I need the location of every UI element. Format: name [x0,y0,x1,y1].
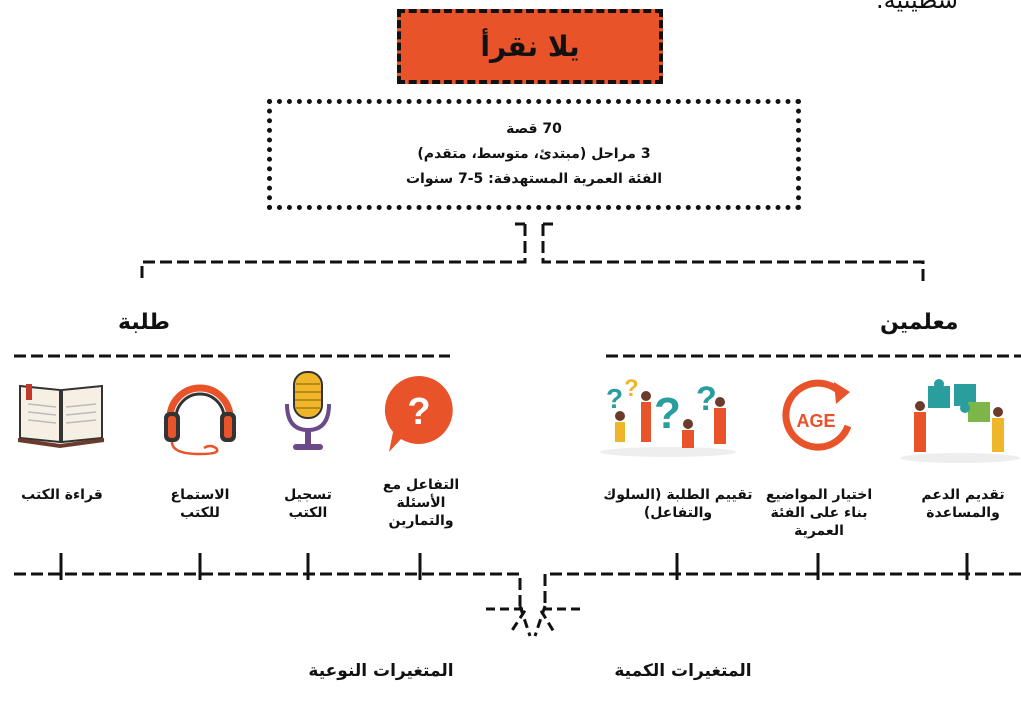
label-interact-questions: التفاعل مع الأسئلة والتمارين [382,477,460,529]
info-line-2: 3 مراحل (مبتدئ، متوسط، متقدم) [417,146,651,162]
students-label: طلبة [118,310,171,335]
question-people-icon: ? ? ? ? [598,372,738,462]
svg-text:?: ? [696,380,717,418]
label-choose-topics: اختيار المواضيع بناء على الفئة العمرية [765,487,873,539]
info-box: 70 قصة 3 مراحل (مبتدئ، متوسط، متقدم) الف… [267,99,801,210]
puzzle-people-icon [898,378,1021,468]
svg-text:?: ? [624,375,639,402]
age-icon-text: AGE [796,411,835,431]
info-line-3: الفئة العمرية المستهدفة: 5-7 سنوات [405,171,663,187]
question-bubble-icon: ? [381,372,457,460]
teachers-label: معلمين [880,310,959,335]
title-box: يلا نقرأ [397,9,663,84]
age-icon: AGE [776,378,860,462]
label-listen-books: الاستماع للكتب [170,487,230,521]
headphones-icon [160,368,240,464]
svg-text:?: ? [606,383,623,414]
title-text: يلا نقرأ [480,30,580,63]
quantitative-variables: المتغيرات الكمية [614,661,752,681]
label-evaluate-students: تقييم الطلبة (السلوك والتفاعل) [603,487,753,521]
label-record-books: تسجيل الكتب [284,487,332,521]
qualitative-variables: المتغيرات النوعية [308,661,454,681]
svg-text:?: ? [654,389,681,438]
label-read-books: قراءة الكتب [21,487,103,503]
label-provide-support: تقديم الدعم والمساعدة [921,487,1005,521]
book-icon [16,380,106,452]
microphone-icon [283,368,333,458]
svg-text:?: ? [407,391,430,433]
top-text-fragment: سطينية. [876,0,959,14]
info-line-1: 70 قصة [506,121,562,137]
